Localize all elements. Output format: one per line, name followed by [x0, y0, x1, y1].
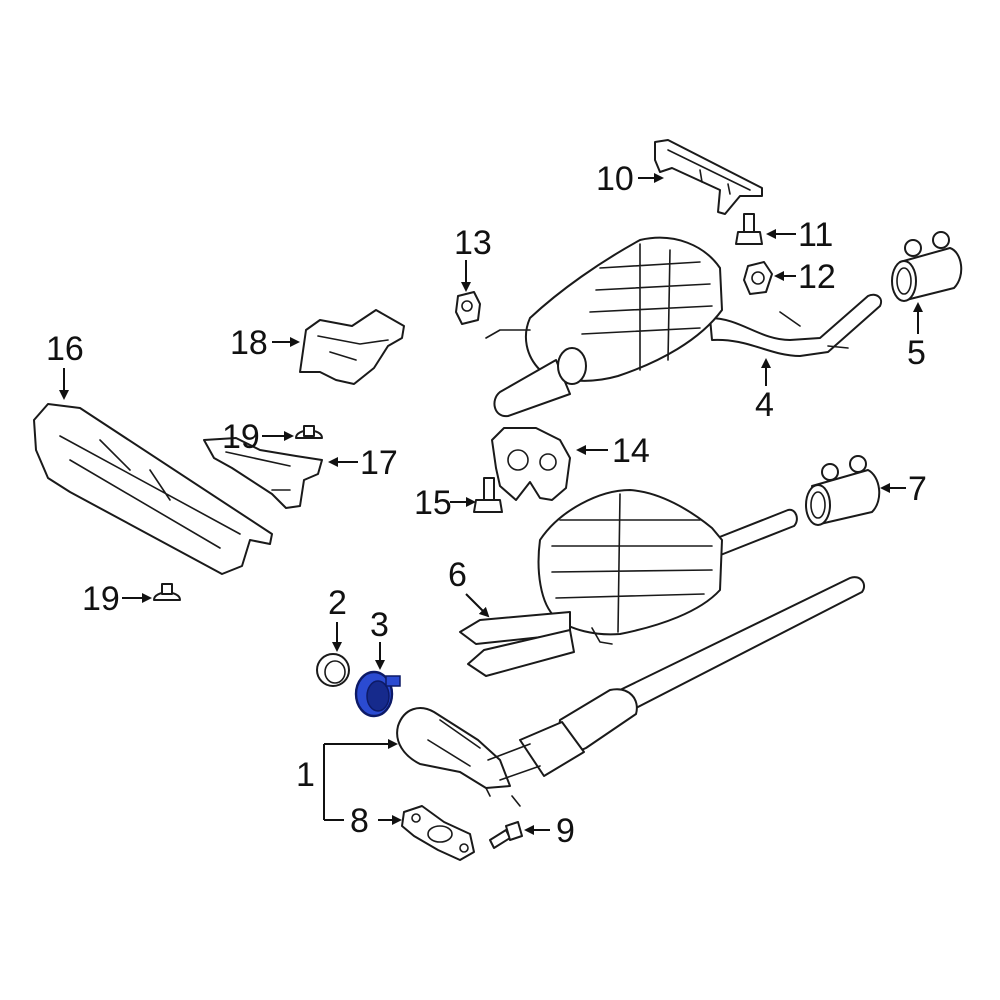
- leader-lines: [59, 173, 923, 835]
- callout-5: 5: [907, 334, 926, 372]
- part-17-heat-shield[interactable]: [203, 437, 323, 509]
- callout-13: 13: [454, 224, 492, 262]
- part-15-bolt[interactable]: [473, 477, 503, 513]
- part-1-front-pipe-converter[interactable]: [396, 576, 866, 807]
- callout-1: 1: [296, 756, 315, 794]
- part-3-clamp-highlighted[interactable]: [354, 670, 401, 718]
- callout-14: 14: [612, 432, 650, 470]
- part-14-hanger[interactable]: [491, 427, 571, 501]
- part-6-rear-muffler[interactable]: [459, 489, 798, 677]
- part-7-clamp[interactable]: [805, 455, 881, 526]
- part-19-push-pin-lower[interactable]: [153, 583, 181, 601]
- leader-1-bracket: [323, 743, 392, 821]
- callout-10: 10: [596, 160, 634, 198]
- callout-8: 8: [350, 802, 369, 840]
- part-4-rear-muffler[interactable]: [485, 236, 882, 418]
- part-11-bolt[interactable]: [735, 213, 763, 245]
- callout-6: 6: [448, 556, 467, 594]
- part-19-push-pin-upper[interactable]: [295, 425, 323, 439]
- part-9-bolt[interactable]: [489, 821, 523, 849]
- callout-12: 12: [798, 258, 836, 296]
- leader-6: [465, 593, 490, 618]
- callout-18: 18: [230, 324, 268, 362]
- part-10-hanger-bracket[interactable]: [654, 139, 763, 215]
- callout-15: 15: [414, 484, 452, 522]
- part-5-clamp[interactable]: [891, 231, 963, 302]
- part-16-heat-shield[interactable]: [33, 403, 273, 575]
- callout-11: 11: [798, 216, 833, 254]
- part-18-heat-shield[interactable]: [299, 309, 405, 385]
- callout-3: 3: [370, 606, 389, 644]
- part-2-gasket[interactable]: [316, 653, 350, 687]
- part-8-gasket[interactable]: [401, 805, 475, 861]
- callout-2: 2: [328, 584, 347, 622]
- callout-labels: 10 11 12 13 4 5 18 19 16 17 14 15 7 6 19…: [46, 160, 927, 850]
- callout-19-lower: 19: [82, 580, 120, 618]
- callout-16: 16: [46, 330, 84, 368]
- callout-4: 4: [755, 386, 774, 424]
- callout-7: 7: [908, 470, 927, 508]
- callout-17: 17: [360, 444, 398, 482]
- callout-19-upper: 19: [222, 418, 260, 456]
- part-12-nut[interactable]: [743, 261, 773, 295]
- part-13-insulator[interactable]: [455, 291, 481, 325]
- callout-9: 9: [556, 812, 575, 850]
